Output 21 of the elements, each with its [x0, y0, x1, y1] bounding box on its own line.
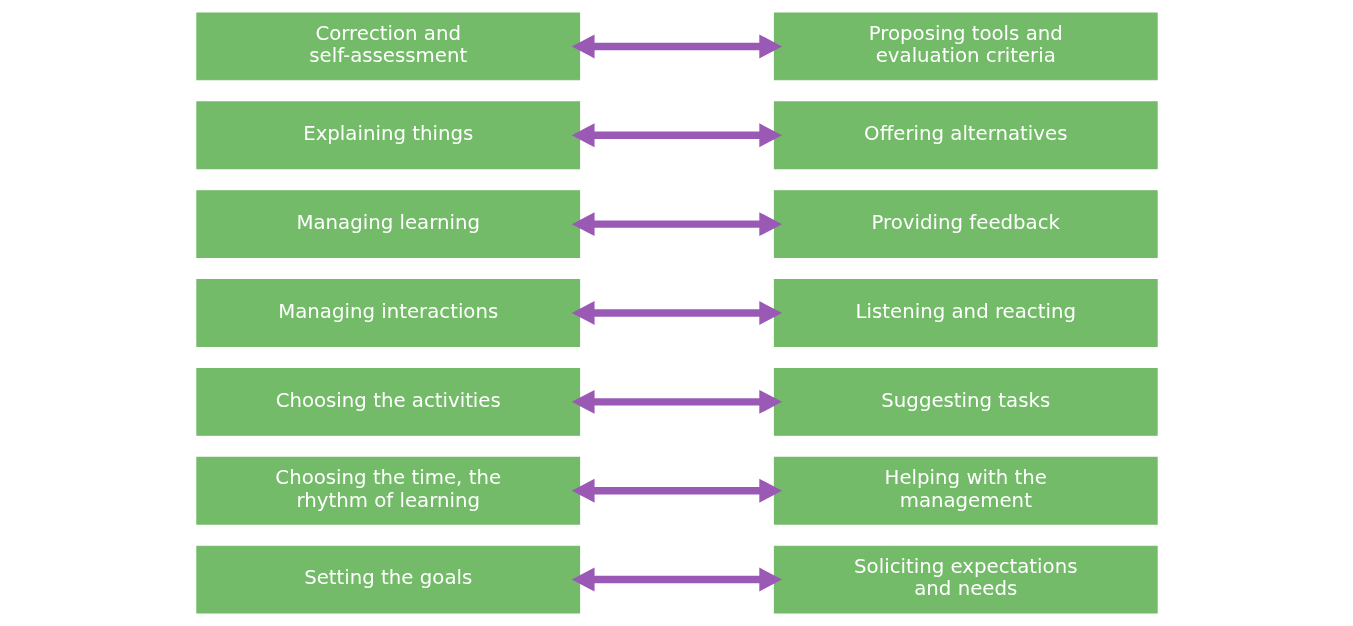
node-box: Managing interactions — [195, 279, 580, 347]
node-box: Explaining things — [195, 101, 580, 170]
arrow — [571, 212, 782, 237]
node-box: Correction and self-assessment — [195, 12, 580, 81]
node-box: Managing learning — [195, 190, 580, 259]
node-box: Suggesting tasks — [773, 367, 1158, 436]
node-box: Setting the goals — [195, 545, 580, 614]
node-box: Listening and reacting — [773, 279, 1158, 347]
arrow — [571, 301, 782, 325]
arrow — [571, 389, 782, 414]
node-box: Soliciting expectations and needs — [773, 545, 1158, 614]
node-box: Choosing the time, the rhythm of learning — [195, 456, 580, 525]
node-box: Offering alternatives — [773, 101, 1158, 170]
arrow — [571, 478, 782, 503]
arrow — [571, 123, 782, 148]
node-box: Helping with the management — [773, 456, 1158, 525]
node-box: Proposing tools and evaluation criteria — [773, 12, 1158, 81]
node-box: Providing feedback — [773, 190, 1158, 259]
node-box: Choosing the activities — [195, 367, 580, 436]
arrow — [571, 34, 782, 59]
arrow — [571, 567, 782, 592]
